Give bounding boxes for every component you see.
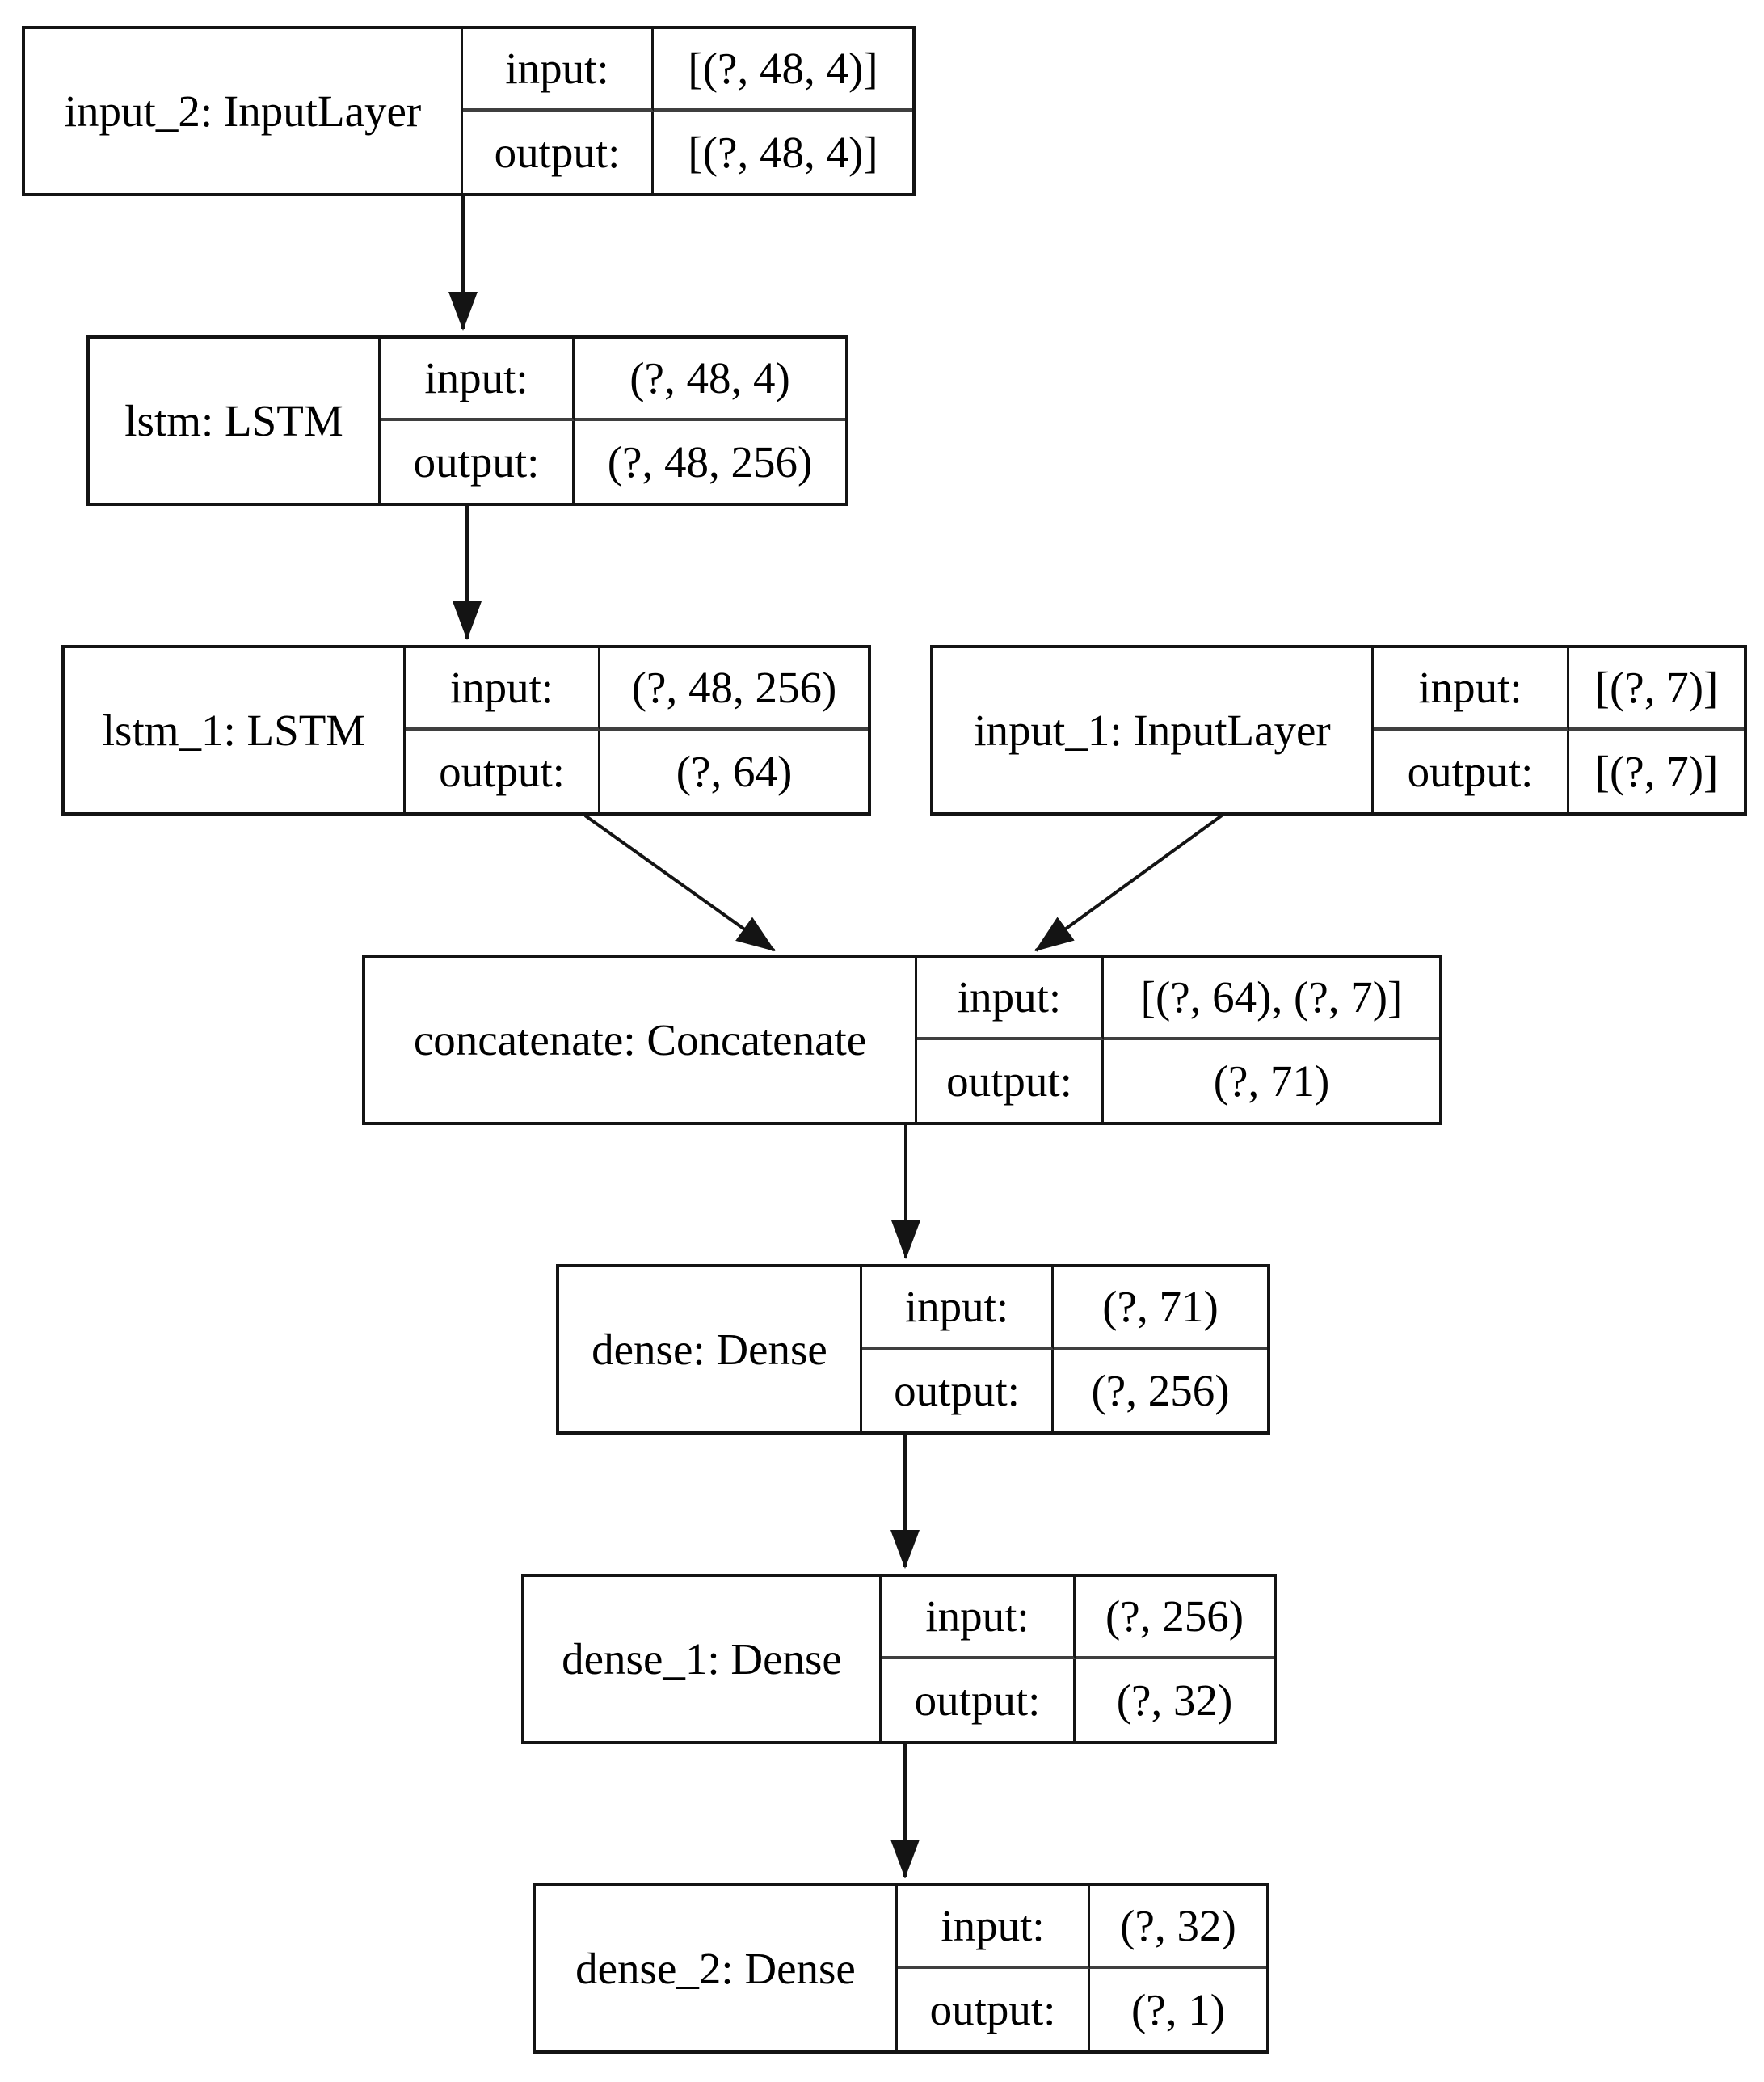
output-shape: (?, 256) xyxy=(1091,1365,1230,1415)
layer-node-lstm_1: lstm_1: LSTM input: (?, 48, 256) output:… xyxy=(61,645,871,816)
input-label: input: xyxy=(917,958,1104,1040)
layer-node-input_1: input_1: InputLayer input: [(?, 7)] outp… xyxy=(930,645,1747,816)
output-label: output: xyxy=(917,1039,1104,1122)
input-label: input: xyxy=(1374,648,1569,731)
input-shape: (?, 48, 256) xyxy=(600,648,868,731)
output-shape: (?, 1) xyxy=(1130,1984,1226,2034)
layer-node-dense: dense: Dense input: (?, 71) output: (?, … xyxy=(556,1264,1270,1435)
input-label: input: xyxy=(882,1577,1076,1659)
output-shape: [(?, 7)] xyxy=(1594,746,1719,796)
input-label: input: xyxy=(381,339,575,421)
input-shape: (?, 256) xyxy=(1076,1577,1274,1659)
input-shape: [(?, 64), (?, 7)] xyxy=(1104,958,1439,1040)
layer-io-table: input: [(?, 48, 4)] output: [(?, 48, 4)] xyxy=(463,29,912,193)
output-label: output: xyxy=(1374,730,1569,812)
layer-node-input_2: input_2: InputLayer input: [(?, 48, 4)] … xyxy=(22,26,916,196)
output-label: output: xyxy=(381,420,575,503)
output-shape: (?, 32) xyxy=(1116,1675,1233,1725)
output-shape: (?, 48, 256) xyxy=(607,436,813,487)
layer-io-table: input: (?, 48, 4) output: (?, 48, 256) xyxy=(381,339,845,503)
layer-io-table: input: (?, 256) output: (?, 32) xyxy=(882,1577,1274,1741)
input-shape: [(?, 7)] xyxy=(1569,648,1744,731)
layer-node-dense_1: dense_1: Dense input: (?, 256) output: (… xyxy=(521,1574,1277,1744)
input-label: input: xyxy=(898,1886,1090,1969)
output-shape: [(?, 48, 4)] xyxy=(688,127,878,177)
layer-name: concatenate: Concatenate xyxy=(365,958,917,1122)
output-shape: (?, 64) xyxy=(676,746,793,796)
layer-io-table: input: [(?, 64), (?, 7)] output: (?, 71) xyxy=(917,958,1439,1122)
layer-name: dense_2: Dense xyxy=(536,1886,898,2050)
layer-node-concatenate: concatenate: Concatenate input: [(?, 64)… xyxy=(362,955,1442,1125)
layer-node-dense_2: dense_2: Dense input: (?, 32) output: (?… xyxy=(533,1883,1269,2054)
layer-name: lstm_1: LSTM xyxy=(65,648,406,812)
layer-io-table: input: (?, 48, 256) output: (?, 64) xyxy=(406,648,868,812)
edge-lstm_1-concatenate xyxy=(583,814,776,952)
input-shape: (?, 32) xyxy=(1090,1886,1266,1969)
input-label: input: xyxy=(406,648,600,731)
output-label: output: xyxy=(898,1968,1090,2050)
input-shape: [(?, 48, 4)] xyxy=(654,29,912,112)
layer-io-table: input: (?, 32) output: (?, 1) xyxy=(898,1886,1266,2050)
output-label: output: xyxy=(406,730,600,812)
output-label: output: xyxy=(463,111,654,193)
output-label: output: xyxy=(882,1658,1076,1741)
layer-io-table: input: [(?, 7)] output: [(?, 7)] xyxy=(1374,648,1744,812)
layer-io-table: input: (?, 71) output: (?, 256) xyxy=(862,1267,1267,1431)
edge-input_1-concatenate xyxy=(1034,814,1223,952)
input-shape: (?, 48, 4) xyxy=(575,339,845,421)
layer-name: input_1: InputLayer xyxy=(933,648,1374,812)
input-shape: (?, 71) xyxy=(1054,1267,1267,1350)
layer-name: lstm: LSTM xyxy=(90,339,381,503)
layer-name: input_2: InputLayer xyxy=(25,29,463,193)
layer-name: dense_1: Dense xyxy=(524,1577,882,1741)
output-shape: (?, 71) xyxy=(1213,1056,1330,1106)
layer-node-lstm: lstm: LSTM input: (?, 48, 4) output: (?,… xyxy=(86,335,848,506)
input-label: input: xyxy=(862,1267,1054,1350)
layer-name: dense: Dense xyxy=(559,1267,862,1431)
output-label: output: xyxy=(862,1349,1054,1431)
input-label: input: xyxy=(463,29,654,112)
